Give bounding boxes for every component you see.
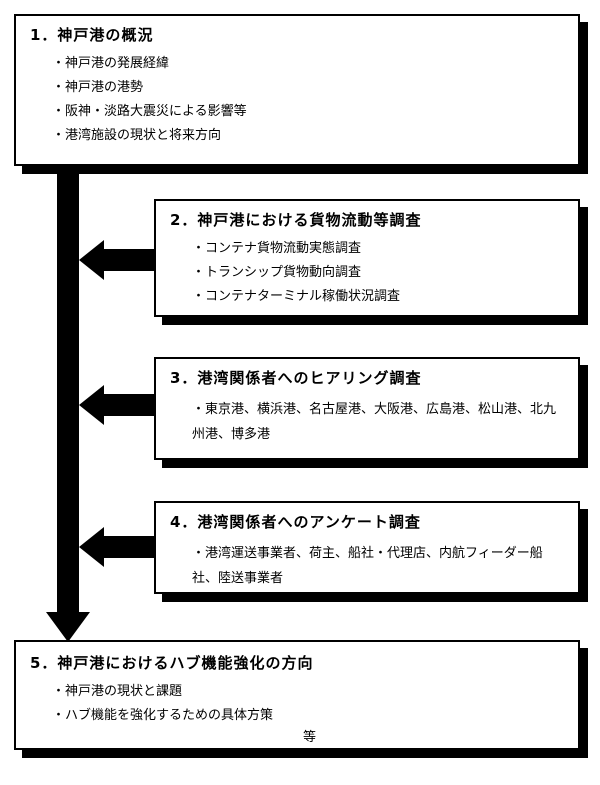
box-2-items: コンテナ貨物流動実態調査 トランシップ貨物動向調査 コンテナターミナル稼働状況調… — [192, 237, 400, 309]
box-4-questionnaire-survey: 4．港湾関係者へのアンケート調査 ・港湾運送事業者、荷主、船社・代理店、内航フィ… — [154, 501, 580, 594]
box-3-text: ・東京港、横浜港、名古屋港、大阪港、広島港、松山港、北九州港、博多港 — [192, 402, 557, 442]
list-item: トランシップ貨物動向調査 — [192, 261, 400, 285]
box-1-items: 神戸港の発展経緯 神戸港の港勢 阪神・淡路大震災による影響等 港湾施設の現状と将… — [52, 52, 247, 148]
arrow-shaft-2 — [100, 249, 154, 271]
down-arrowhead — [46, 612, 90, 642]
box-1-overview: 1．神戸港の概況 神戸港の発展経緯 神戸港の港勢 阪神・淡路大震災による影響等 … — [14, 14, 580, 166]
list-item: 神戸港の現状と課題 — [52, 680, 273, 704]
list-item: 神戸港の港勢 — [52, 76, 247, 100]
box-5-items: 神戸港の現状と課題 ハブ機能を強化するための具体方策 — [52, 680, 273, 728]
box-3-title: 3．港湾関係者へのヒアリング調査 — [170, 369, 422, 387]
arrow-shaft-4 — [100, 536, 154, 558]
arrow-head-2 — [79, 240, 104, 280]
list-item: 港湾施設の現状と将来方向 — [52, 124, 247, 148]
box-2-cargo-survey: 2．神戸港における貨物流動等調査 コンテナ貨物流動実態調査 トランシップ貨物動向… — [154, 199, 580, 317]
vertical-trunk — [57, 170, 79, 625]
arrow-head-3 — [79, 385, 104, 425]
box-4-title: 4．港湾関係者へのアンケート調査 — [170, 513, 421, 531]
box-3-hearing-survey: 3．港湾関係者へのヒアリング調査 ・東京港、横浜港、名古屋港、大阪港、広島港、松… — [154, 357, 580, 460]
list-item: ハブ機能を強化するための具体方策 — [52, 704, 273, 728]
box-4-text: ・港湾運送事業者、荷主、船社・代理店、内航フィーダー船社、陸送事業者 — [192, 546, 543, 586]
box-5-hub-direction: 5．神戸港におけるハブ機能強化の方向 神戸港の現状と課題 ハブ機能を強化するため… — [14, 640, 580, 750]
list-item: コンテナターミナル稼働状況調査 — [192, 285, 400, 309]
box-2-title: 2．神戸港における貨物流動等調査 — [170, 211, 422, 229]
box-1-title: 1．神戸港の概況 — [30, 26, 154, 44]
list-item: 神戸港の発展経緯 — [52, 52, 247, 76]
arrow-shaft-3 — [100, 394, 154, 416]
list-item: 阪神・淡路大震災による影響等 — [52, 100, 247, 124]
box-5-suffix: 等 — [303, 730, 317, 745]
arrow-head-4 — [79, 527, 104, 567]
box-5-title: 5．神戸港におけるハブ機能強化の方向 — [30, 654, 314, 672]
list-item: コンテナ貨物流動実態調査 — [192, 237, 400, 261]
